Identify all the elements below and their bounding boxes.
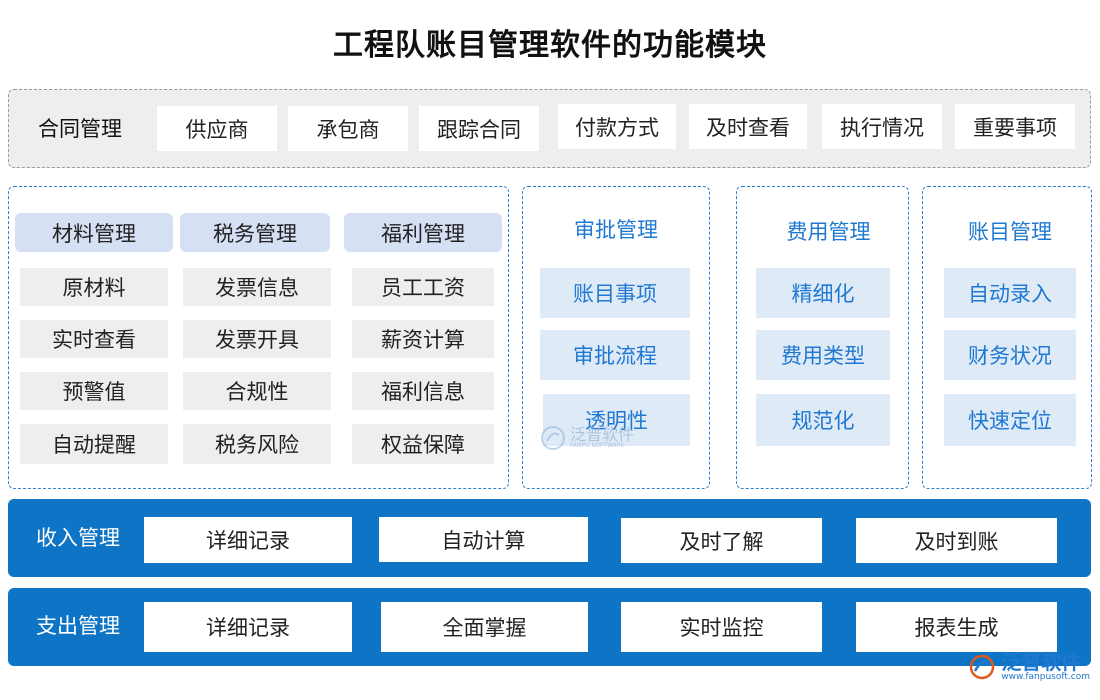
watermark-sub: FANPU SOFTWARE: [570, 442, 625, 449]
income-management-label: 收入管理: [36, 526, 120, 550]
materials-item: 自动提醒: [20, 424, 168, 464]
expenditure-management-label: 支出管理: [36, 614, 120, 638]
tax-item: 发票开具: [183, 320, 331, 358]
approval-item: 透明性: [543, 394, 690, 446]
account-management-title: 账目管理: [968, 220, 1052, 244]
fanpu-swirl-icon: [970, 654, 995, 680]
account-item: 财务状况: [944, 330, 1076, 380]
welfare-item: 员工工资: [352, 268, 494, 306]
contract-management-label: 合同管理: [38, 117, 122, 141]
contract-item: 承包商: [288, 106, 408, 151]
materials-item: 原材料: [20, 268, 168, 306]
contract-item: 跟踪合同: [419, 106, 539, 151]
expenditure-item: 报表生成: [856, 602, 1057, 652]
expense-management-panel: [736, 186, 909, 489]
contract-item: 执行情况: [822, 104, 942, 149]
expense-item: 精细化: [756, 268, 890, 318]
expenditure-item: 实时监控: [621, 602, 822, 652]
expenditure-item: 详细记录: [144, 602, 352, 652]
materials-management-header: 材料管理: [15, 213, 173, 252]
account-item: 自动录入: [944, 268, 1076, 318]
contract-item: 及时查看: [689, 104, 807, 149]
welfare-item: 权益保障: [352, 424, 494, 464]
watermark-name: 泛普软件: [570, 425, 635, 444]
expense-item: 规范化: [756, 394, 890, 446]
materials-item: 预警值: [20, 372, 168, 410]
materials-item: 实时查看: [20, 320, 168, 358]
account-management-panel: [922, 186, 1092, 489]
income-item: 自动计算: [379, 517, 588, 562]
approval-item: 审批流程: [540, 330, 690, 380]
contract-item: 供应商: [157, 106, 277, 151]
tax-item: 合规性: [183, 372, 331, 410]
income-item: 详细记录: [144, 517, 352, 563]
welfare-management-header: 福利管理: [344, 213, 502, 252]
page-title: 工程队账目管理软件的功能模块: [333, 28, 767, 63]
approval-management-title: 审批管理: [574, 218, 658, 242]
income-item: 及时了解: [621, 518, 822, 563]
tax-management-header: 税务管理: [180, 213, 330, 252]
tax-item: 税务风险: [183, 424, 331, 464]
contract-item: 付款方式: [558, 104, 676, 149]
welfare-item: 福利信息: [352, 372, 494, 410]
approval-item: 账目事项: [540, 268, 690, 318]
income-item: 及时到账: [856, 518, 1057, 563]
left-management-panel: [8, 186, 509, 489]
welfare-item: 薪资计算: [352, 320, 494, 358]
watermark: 泛普软件 FANPU SOFTWARE: [540, 425, 634, 451]
logo-name: 泛普软件: [1001, 650, 1082, 674]
logo-url: www.fanpusoft.com: [1001, 672, 1090, 682]
fanpu-logo: 泛普软件 www.fanpusoft.com: [969, 652, 1090, 682]
expenditure-item: 全面掌握: [381, 602, 588, 652]
account-item: 快速定位: [944, 394, 1076, 446]
approval-management-panel: [522, 186, 710, 489]
tax-item: 发票信息: [183, 268, 331, 306]
fanpu-logo-icon: [541, 426, 565, 450]
expense-item: 费用类型: [756, 330, 890, 380]
contract-item: 重要事项: [955, 104, 1075, 149]
expense-management-title: 费用管理: [786, 220, 871, 244]
